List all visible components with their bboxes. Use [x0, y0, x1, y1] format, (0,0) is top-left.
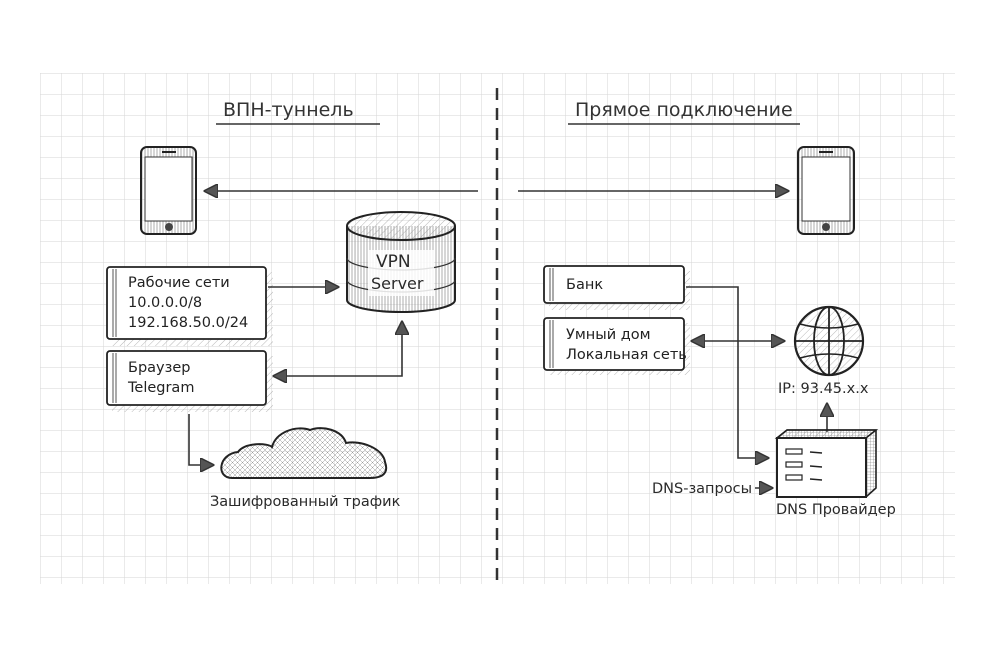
vpn-server-label-line1: VPN	[376, 252, 411, 272]
apps-browser: Браузер	[128, 360, 191, 376]
vpn-server-label-line2: Server	[371, 274, 424, 293]
server-rack-icon	[774, 429, 879, 499]
bank-label: Банк	[566, 277, 604, 293]
smart-home-text: Умный дом Локальная сеть	[566, 325, 687, 365]
right-section-title: Прямое подключение	[575, 99, 793, 121]
vpn-apps-bidirectional-arrow	[274, 322, 402, 376]
smartphone-icon	[797, 146, 855, 235]
database-cylinder-icon	[346, 211, 456, 313]
cloud-icon	[220, 427, 388, 479]
work-networks-subnet-2: 192.168.50.0/24	[128, 315, 249, 331]
bank-to-dns-arrow	[686, 286, 768, 458]
smart-home-title: Умный дом	[566, 327, 651, 343]
globe-icon	[793, 305, 865, 377]
apps-to-cloud-arrow	[188, 414, 213, 465]
encrypted-traffic-label: Зашифрованный трафик	[210, 494, 401, 510]
dns-provider-label: DNS Провайдер	[776, 502, 896, 518]
work-networks-title: Рабочие сети	[128, 275, 230, 291]
work-networks-text: Рабочие сети 10.0.0.0/8 192.168.50.0/24	[128, 273, 248, 333]
left-section-title: ВПН-туннель	[223, 99, 354, 121]
bank-box	[543, 265, 690, 310]
dns-queries-label: DNS-запросы	[652, 481, 753, 497]
apps-text: Браузер Telegram	[128, 358, 194, 398]
ip-address-label: IP: 93.45.x.x	[778, 381, 869, 397]
apps-telegram: Telegram	[128, 380, 195, 396]
apps-box	[106, 350, 273, 412]
smart-home-local-network: Локальная сеть	[566, 347, 687, 363]
smart-home-box	[543, 317, 690, 375]
work-networks-subnet-1: 10.0.0.0/8	[128, 295, 203, 311]
bank-text: Банк	[566, 275, 603, 295]
smartphone-icon	[140, 146, 197, 235]
work-networks-box	[106, 266, 273, 346]
